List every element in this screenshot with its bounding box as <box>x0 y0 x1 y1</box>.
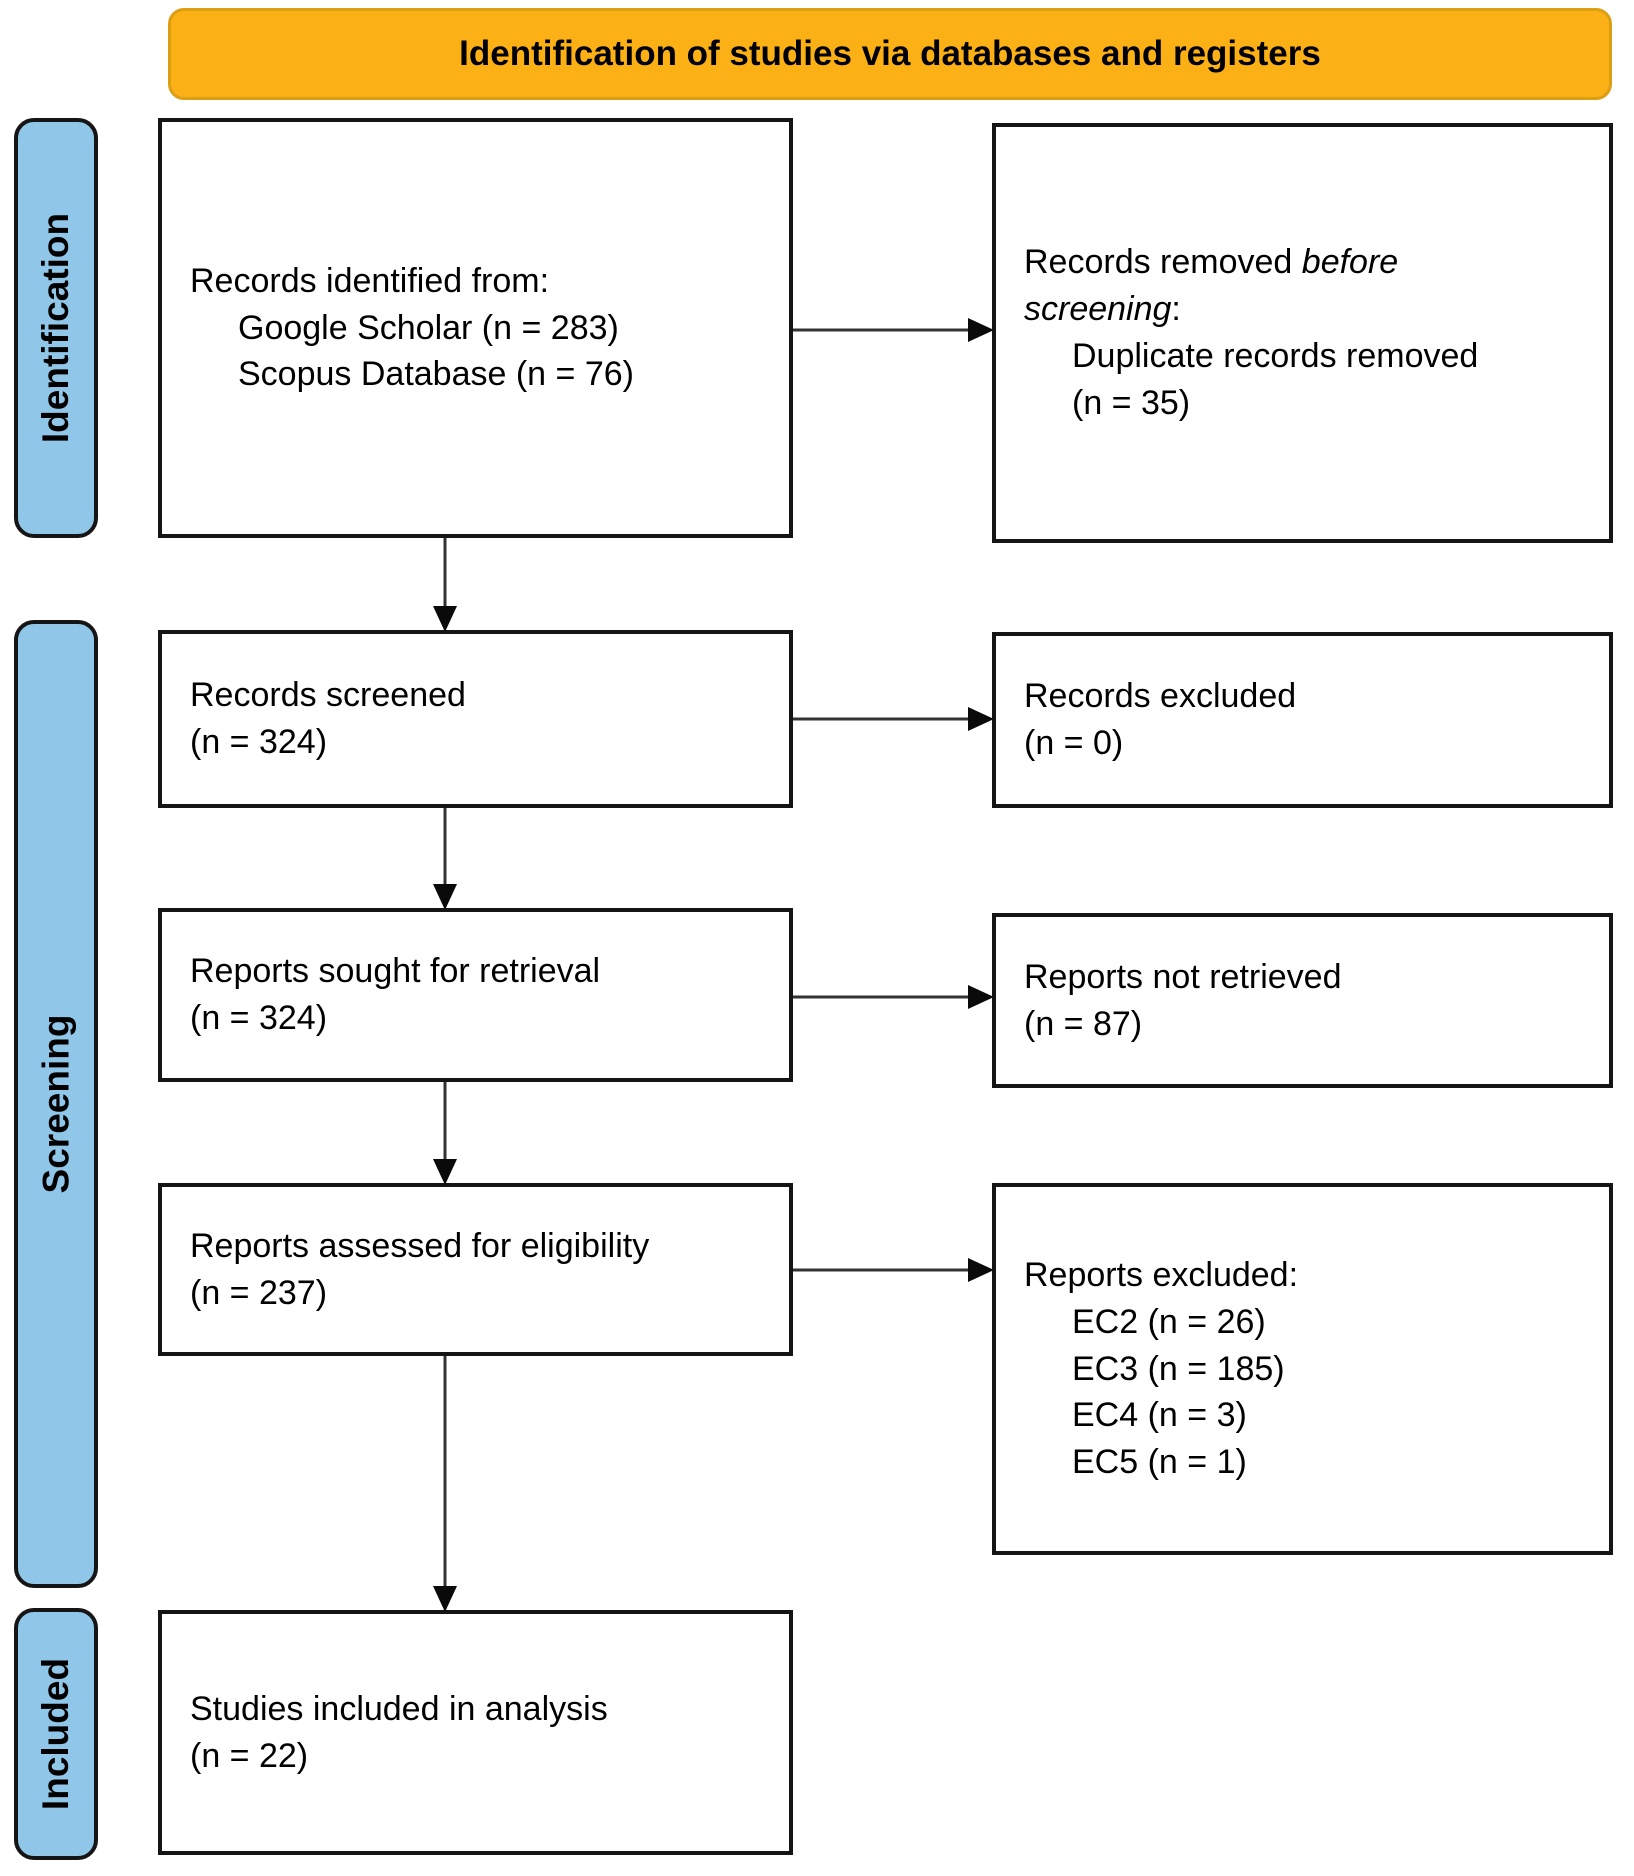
box-reports-excluded: Reports excluded: EC2 (n = 26) EC3 (n = 18… <box>992 1183 1613 1555</box>
stage-screening: Screening <box>14 620 98 1588</box>
box-text-line: EC2 (n = 26) <box>1072 1302 1266 1341</box>
stage-included: Included <box>14 1608 98 1860</box>
box-text-line: Scopus Database (n = 76) <box>238 355 634 394</box>
box-text-line: (n = 237) <box>190 1273 328 1312</box>
box-text-line: EC3 (n = 185) <box>1072 1349 1285 1388</box>
box-text-line: Reports sought for retrieval <box>190 952 601 991</box>
box-text-line: EC5 (n = 1) <box>1072 1443 1247 1482</box>
box-text-line: Duplicate records removed <box>1072 337 1479 375</box>
box-text-line: Reports assessed for eligibility <box>190 1226 650 1265</box>
box-text-line: Records excluded <box>1024 677 1297 716</box>
box-reports-sought: Reports sought for retrieval (n = 324) <box>158 908 793 1082</box>
box-text-line: (n = 22) <box>190 1736 309 1775</box>
box-text-line: screening: <box>1024 290 1181 329</box>
box-text-line: Reports excluded: <box>1024 1255 1299 1294</box>
banner-title: Identification of studies via databases … <box>168 8 1612 100</box>
stage-included-label: Included <box>35 1657 76 1811</box>
box-records-screened: Records screened (n = 324) <box>158 630 793 808</box>
box-records-identified: Records identified from: Google Scholar (… <box>158 118 793 538</box>
box-text-line: (n = 35) <box>1072 383 1191 422</box>
box-studies-included: Studies included in analysis (n = 22) <box>158 1610 793 1855</box>
box-text-line: Records removed before <box>1024 243 1399 282</box>
box-records-excluded: Records excluded (n = 0) <box>992 632 1613 808</box>
box-text-line: Reports not retrieved <box>1024 957 1342 996</box>
box-text-line: (n = 324) <box>190 999 328 1037</box>
box-text-line: Records identified from: <box>190 261 550 300</box>
box-text-line: Google Scholar (n = 283) <box>238 308 619 347</box>
stage-screening-label: Screening <box>35 1014 76 1194</box>
box-text-line: (n = 0) <box>1024 724 1124 762</box>
box-text-line: Records screened <box>190 676 466 715</box>
box-records-removed: Records removed before screening: Duplicat… <box>992 123 1613 543</box>
box-text-line: Studies included in analysis <box>190 1689 608 1728</box>
stage-identification-label: Identification <box>35 212 77 444</box>
box-text-line: (n = 87) <box>1024 1004 1143 1043</box>
box-text-line: EC4 (n = 3) <box>1072 1396 1247 1435</box>
box-reports-not-retrieved: Reports not retrieved (n = 87) <box>992 913 1613 1088</box>
stage-identification: Identification <box>14 118 98 538</box>
box-text-line: (n = 324) <box>190 723 328 761</box>
box-reports-assessed: Reports assessed for eligibility (n = 237… <box>158 1183 793 1356</box>
